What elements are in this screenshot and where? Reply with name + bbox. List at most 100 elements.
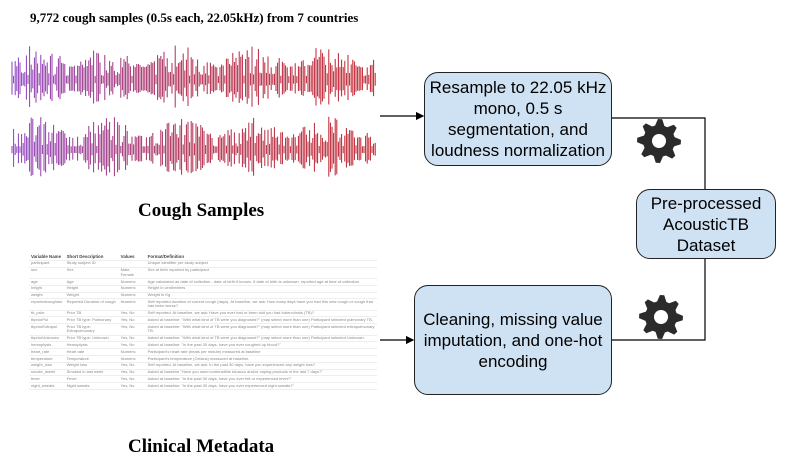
- table-cell: night_sweats: [29, 382, 65, 390]
- table-cell: Self reported. At baseline, we ask: Have…: [145, 310, 377, 318]
- table-cell: Fever: [64, 375, 119, 384]
- table-cell: Yes, No: [118, 335, 146, 343]
- table-cell: Sex: [64, 267, 119, 279]
- table-cell: Yes, No: [118, 341, 146, 350]
- table-cell: Weight: [64, 292, 119, 300]
- column-header: Variable Name: [29, 254, 65, 261]
- connector-resample-to-dataset: [612, 117, 706, 189]
- table-cell: Self reported. At baseline, we ask: In t…: [145, 362, 377, 370]
- connector-cleaning-to-dataset: [612, 259, 706, 341]
- cleaning-step-box: Cleaning, missing value imputation, and …: [414, 285, 612, 395]
- dataset-box: Pre-processed AcousticTB Dataset: [636, 189, 776, 259]
- table-cell: Asked at baseline: "In the past 30 days,…: [145, 382, 377, 390]
- column-header: Format/Definition: [145, 254, 377, 261]
- table-cell: Asked at baseline: "In the past 30 days,…: [145, 341, 377, 350]
- gear-icon: [639, 295, 683, 339]
- table-cell: Weight loss: [64, 362, 119, 370]
- table-cell: smoke_lweek: [29, 369, 65, 377]
- table-cell: age: [29, 278, 65, 286]
- table-cell: Smoked in last week: [64, 369, 119, 377]
- table-cell: Hemoptysis: [64, 341, 119, 350]
- table-cell: Age: [64, 278, 119, 286]
- table-cell: temperature: [29, 355, 65, 363]
- table-cell: Yes, No: [118, 375, 146, 384]
- cough-waveform-1: [11, 45, 376, 108]
- table-cell: Prior TB type: Extrapulmonary: [64, 323, 119, 336]
- cough-waveform-2: [11, 116, 376, 177]
- table-cell: Yes, No: [118, 310, 146, 318]
- table-cell: Self reported duration of current cough …: [145, 298, 377, 311]
- dataset-title: 9,772 cough samples (0.5s each, 22.05kHz…: [30, 10, 359, 25]
- table-cell: Numeric: [118, 285, 146, 293]
- table-cell: Male, Female: [118, 267, 146, 279]
- table-cell: Sex at birth reported by participant: [145, 267, 377, 279]
- table-cell: Prior TB type: Pulmonary: [64, 316, 119, 325]
- table-cell: Participant's temperature (Celsius) meas…: [145, 355, 377, 363]
- table-cell: Participant's heart rate (beats per minu…: [145, 348, 377, 356]
- table-cell: Prior TB: [64, 310, 119, 318]
- table-cell: Height in centimeters: [145, 285, 377, 293]
- table-cell: Heart rate: [64, 348, 119, 356]
- table-cell: Temperature: [64, 355, 119, 363]
- table-cell: Prior TB type: Unknown: [64, 335, 119, 343]
- table-cell: Asked at baseline "Have you used combust…: [145, 369, 377, 377]
- table-cell: Yes, No: [118, 362, 146, 370]
- table-cell: reportedcoughdur: [29, 298, 65, 311]
- table-cell: Yes, No: [118, 323, 146, 336]
- table-cell: Yes, No: [118, 316, 146, 325]
- table-cell: Age calculated as date of collection - d…: [145, 278, 377, 286]
- table-cell: participant: [29, 260, 65, 268]
- table-cell: Unique identifier per study subject: [145, 260, 377, 268]
- gear-icon: [637, 119, 681, 163]
- column-header: Short Description: [64, 254, 119, 261]
- table-cell: Night sweats: [64, 382, 119, 390]
- table-cell: Numeric: [118, 355, 146, 363]
- table-cell: Numeric: [118, 292, 146, 300]
- table-cell: Numeric: [118, 298, 146, 311]
- table-cell: Numeric: [118, 278, 146, 286]
- column-header: Values: [118, 254, 146, 261]
- table-cell: heart_rate: [29, 348, 65, 356]
- table-cell: tbpriorExtrapul: [29, 323, 65, 336]
- table-cell: tb_prior: [29, 310, 65, 318]
- table-cell: tbpriorPul: [29, 316, 65, 325]
- table-cell: Reported Duration of cough: [64, 298, 119, 311]
- table-cell: sex: [29, 267, 65, 279]
- clinical-metadata-label: Clinical Metadata: [128, 436, 275, 457]
- table-cell: Height: [64, 285, 119, 293]
- resample-step-box: Resample to 22.05 kHz mono, 0.5 s segmen…: [424, 72, 612, 166]
- table-cell: fever: [29, 375, 65, 384]
- table-cell: tbpriorUnknown: [29, 335, 65, 343]
- table-cell: Asked at baseline: "In the past 30 days,…: [145, 375, 377, 384]
- table-cell: Weight in Kg: [145, 292, 377, 300]
- table-cell: height: [29, 285, 65, 293]
- table-cell: Study subject ID: [64, 260, 119, 268]
- table-cell: hemoptysis: [29, 341, 65, 350]
- table-cell: Asked at baseline: "With what kind of TB…: [145, 316, 377, 325]
- table-cell: weight_loss: [29, 362, 65, 370]
- table-cell: weight: [29, 292, 65, 300]
- cough-samples-label: Cough Samples: [138, 200, 265, 221]
- table-cell: [118, 260, 146, 268]
- table-cell: Asked at baseline: "With what kind of TB…: [145, 323, 377, 336]
